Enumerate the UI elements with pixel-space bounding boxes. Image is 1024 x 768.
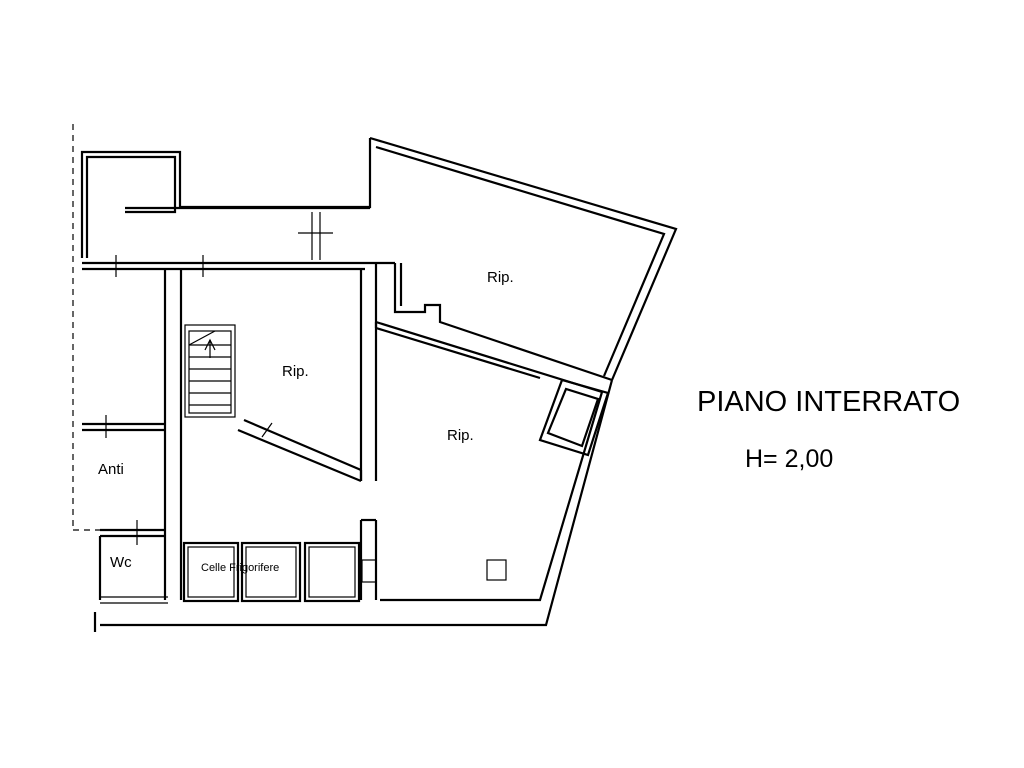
room-label-rip-lower: Rip. (447, 427, 474, 444)
plan-title: PIANO INTERRATO (697, 386, 960, 418)
room-label-rip-top: Rip. (487, 269, 514, 286)
plan-height: H= 2,00 (745, 445, 833, 473)
room-label-celle: Celle Frigorifere (201, 562, 279, 574)
interior-walls (82, 261, 613, 600)
room-label-anti: Anti (98, 461, 124, 478)
floor-fixture (486, 559, 507, 581)
room-label-wc: Wc (110, 554, 132, 571)
staircase (184, 324, 236, 418)
outer-walls (80, 136, 678, 632)
door-marks (105, 212, 333, 545)
cold-cells (182, 541, 377, 603)
left-boundary (72, 124, 100, 531)
room-label-rip-middle: Rip. (282, 363, 309, 380)
